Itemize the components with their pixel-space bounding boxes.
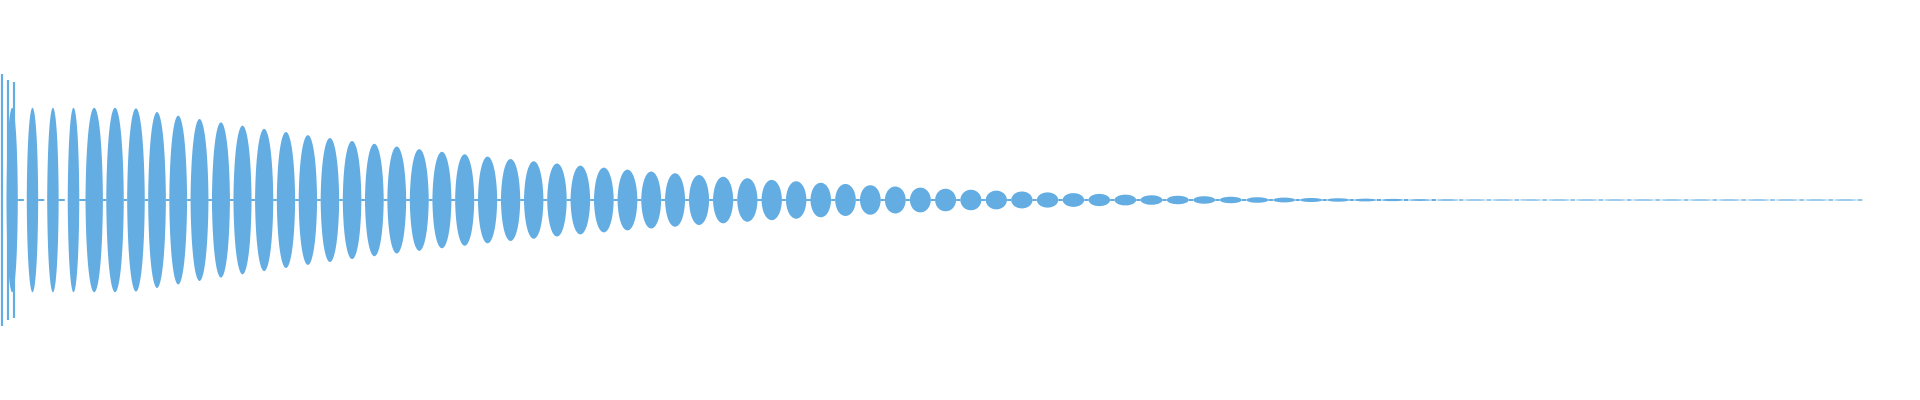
waveform-cycle: [1518, 199, 1543, 201]
waveform-cycle: [934, 188, 957, 212]
waveform-cycle: [190, 119, 209, 281]
waveform-cycle: [960, 189, 982, 211]
waveform-cycle: [570, 165, 591, 235]
waveform-cycle: [127, 108, 145, 292]
waveform-cycle: [387, 146, 407, 254]
waveform-cycle: [1272, 197, 1296, 203]
waveform-cycle: [276, 132, 296, 268]
waveform-cycle: [67, 107, 80, 293]
waveform-cycle: [1774, 199, 1800, 201]
waveform-cycle: [641, 171, 662, 229]
waveform-cycle: [835, 184, 856, 216]
waveform-cycle: [1326, 198, 1350, 202]
waveform-cycle: [477, 156, 498, 244]
waveform-cycle: [1140, 195, 1163, 205]
waveform-cycle: [233, 125, 252, 275]
waveform-cycle: [342, 140, 362, 260]
waveform-cycle: [688, 175, 710, 225]
waveform-cycle: [255, 128, 274, 272]
waveform-cycle: [761, 179, 782, 221]
waveform-cycle: [810, 182, 832, 218]
waveform-cycle: [1833, 199, 1858, 201]
waveform-cycle: [1299, 197, 1323, 203]
waveform-cycle: [211, 122, 230, 278]
waveform-cycle: [1166, 195, 1189, 205]
waveform-cycle: [523, 161, 544, 239]
waveform-cycle: [1688, 199, 1713, 201]
waveform-cycle: [1603, 199, 1627, 201]
waveform-cycle: [320, 138, 340, 262]
waveform-cycle: [593, 167, 614, 233]
waveform-cycle: [1062, 193, 1085, 207]
waveform-cycle: [712, 176, 734, 224]
waveform-cycle: [617, 169, 638, 231]
waveform-cycle: [409, 149, 429, 251]
waveform-cycle: [1408, 199, 1432, 201]
waveform-cycle: [47, 107, 59, 293]
waveform-cycle: [1088, 193, 1111, 207]
waveform-cycle: [1463, 199, 1487, 201]
waveform-cycle: [1114, 194, 1137, 206]
waveform-cycle: [364, 143, 384, 257]
waveform-cycle: [1381, 198, 1405, 202]
waveform-cycle: [106, 107, 124, 293]
waveform-cycle: [737, 178, 758, 222]
waveform-cycle: [1246, 197, 1269, 203]
waveform-cycle: [1659, 199, 1684, 201]
waveform-cycle: [1219, 196, 1242, 204]
waveform-cycle: [985, 190, 1008, 210]
waveform-cycle: [85, 107, 103, 293]
waveform-cycle: [148, 112, 166, 288]
waveform-cycle: [884, 186, 906, 214]
waveform-cycle: [1717, 199, 1742, 201]
waveform-cycle: [909, 187, 931, 213]
waveform-cycle: [1491, 199, 1515, 201]
waveform-cycle: [859, 185, 881, 215]
waveform-cycle: [1803, 199, 1829, 201]
waveform-cycle: [1745, 199, 1771, 201]
waveform-cycle: [26, 107, 39, 293]
waveform-cycle: [500, 159, 521, 241]
waveform-cycle: [1574, 199, 1599, 201]
waveform-cycle: [432, 151, 452, 249]
waveform-cycle: [665, 173, 686, 227]
waveform-cycle: [785, 181, 807, 219]
waveform-cycle: [1631, 199, 1656, 201]
waveform-cycle: [455, 154, 475, 246]
waveform-cycle: [1011, 191, 1033, 209]
waveform-cycle: [298, 135, 318, 265]
waveform-cycle: [1546, 199, 1571, 201]
waveform-cycle: [547, 163, 567, 237]
waveform-cycle: [169, 115, 188, 285]
waveform-cycle: [1435, 199, 1460, 201]
waveform-shape: [0, 74, 1863, 326]
waveform-cycle: [1353, 198, 1377, 202]
waveform-cycle: [1036, 192, 1059, 208]
waveform-cycle: [1193, 196, 1216, 204]
